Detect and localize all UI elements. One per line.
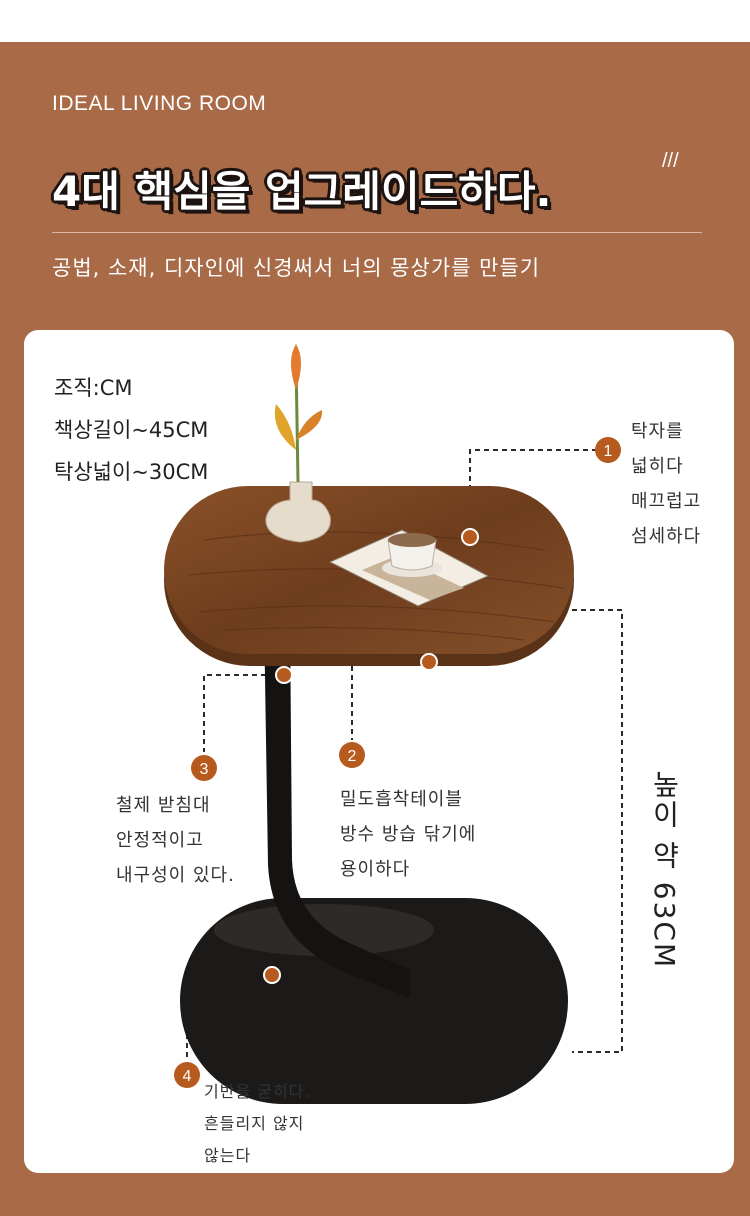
spec-width: 탁상넓이~30CM [54, 460, 209, 484]
callout-line: 탁자를 [631, 421, 684, 442]
marker-1: 1 [595, 437, 621, 463]
divider [52, 232, 702, 233]
dot-4 [263, 966, 281, 984]
svg-text:2: 2 [348, 748, 357, 765]
svg-text:4: 4 [183, 1068, 192, 1085]
flower-leaf-left [274, 404, 296, 450]
steel-support [264, 615, 410, 998]
svg-text:3: 3 [200, 761, 209, 778]
eyebrow-title: IDEAL LIVING ROOM [52, 92, 267, 115]
callout-line: 내구성이 있다. [116, 865, 235, 886]
dot-1 [461, 528, 479, 546]
guide-line-2 [351, 661, 429, 740]
flower-bloom [291, 344, 301, 390]
callout-line: 방수 방습 닦기에 [340, 824, 477, 845]
callout-line: 기반을 굳히다. [204, 1082, 311, 1101]
flower-leaf-right [296, 410, 323, 440]
callout-1-text: 탁자를 넓히다 매끄럽고 섬세하다 [631, 414, 701, 554]
svg-text:1: 1 [604, 443, 613, 460]
dot-3 [275, 666, 293, 684]
callout-2-text: 밀도흡착테이블 방수 방습 닦기에 용이하다 [340, 782, 476, 887]
spec-length: 책상길이~45CM [54, 418, 209, 442]
spec-unit: 조직:CM [54, 376, 133, 400]
callout-line: 안정적이고 [116, 830, 204, 851]
product-dots [263, 528, 479, 984]
callout-3-text: 철제 받침대 안정적이고 내구성이 있다. [116, 788, 235, 893]
callout-line: 섬세하다 [631, 526, 702, 547]
product-illustration: 1 2 3 4 [164, 344, 623, 1104]
marker-3: 3 [191, 755, 217, 781]
vase [265, 481, 331, 543]
height-label: 높이 약 63CM [648, 770, 681, 970]
subtitle: 공법, 소재, 디자인에 신경써서 너의 몽상가를 만들기 [52, 256, 541, 280]
callout-line: 용이하다 [340, 859, 411, 880]
callout-line: 흔들리지 않지 [204, 1114, 305, 1133]
decoration-slashes: /// [662, 150, 679, 172]
height-guide [572, 609, 623, 1053]
callout-line: 밀도흡착테이블 [340, 789, 463, 810]
dot-2 [420, 653, 438, 671]
callout-line: 넓히다 [631, 456, 684, 477]
headline: 4대 핵심을 업그레이드하다. [52, 167, 552, 216]
callout-line: 철제 받침대 [116, 795, 211, 816]
marker-4: 4 [174, 1062, 200, 1088]
callout-line: 않는다 [204, 1146, 252, 1165]
marker-2: 2 [339, 742, 365, 768]
callout-line: 매끄럽고 [631, 491, 702, 512]
callout-4-text: 기반을 굳히다. 흔들리지 않지 않는다 [204, 1076, 311, 1172]
cup [387, 539, 437, 571]
cup-rim [388, 533, 436, 547]
product-card: 1 2 3 4 조직:CM 책상길이~45CM 탁상넓이~30CM 탁자를 넓히… [24, 330, 734, 1173]
